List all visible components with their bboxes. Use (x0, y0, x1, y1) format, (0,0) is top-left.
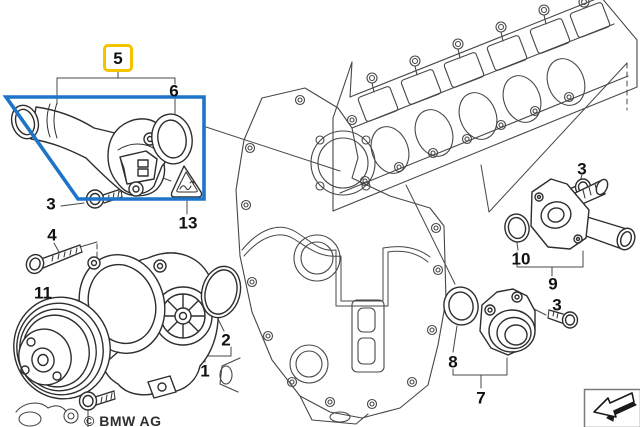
part-number-label[interactable]: 11 (34, 283, 52, 303)
bolt-3-mid-right (547, 309, 579, 329)
part-number-label[interactable]: 3 (552, 295, 562, 315)
coolant-flange-drawing (530, 178, 636, 251)
warning-triangle-icon (170, 165, 203, 198)
o-ring-2 (200, 265, 242, 319)
part-number-label[interactable]: 10 (511, 249, 531, 269)
mounting-bolt-bottom (78, 390, 116, 411)
sealing-ring-8 (443, 286, 479, 326)
o-ring-10 (504, 213, 530, 243)
part-number-label[interactable]: 4 (47, 225, 57, 245)
part-number-label[interactable]: 13 (178, 213, 198, 233)
corner-part-drawing (15, 402, 79, 427)
highlight-region-outline (2, 95, 206, 201)
thermostat-cover-drawing (479, 288, 536, 356)
part-number-label[interactable]: 2 (221, 330, 231, 350)
timing-cover-drawing (219, 87, 447, 425)
part-number-label[interactable]: 8 (448, 352, 458, 372)
pulley-drawing (13, 296, 111, 400)
part-number-label[interactable]: 7 (476, 388, 486, 408)
seal-ring-6 (151, 113, 193, 165)
highlighted-callout-5[interactable]: 5 (103, 44, 133, 72)
bolt-4 (25, 244, 83, 275)
part-number-label[interactable]: 6 (169, 81, 179, 101)
part-number-label[interactable]: 3 (577, 159, 587, 179)
part-number-label[interactable]: 1 (200, 361, 210, 381)
part-number-label[interactable]: 9 (548, 274, 558, 294)
cylinder-head-drawing (332, 0, 638, 212)
leader-lines (53, 62, 628, 427)
bmw-watermark: © BMW AG (84, 413, 162, 427)
thermostat-housing-drawing (10, 102, 171, 197)
part-number-label[interactable]: 3 (46, 194, 56, 214)
direction-arrow-icon (583, 388, 640, 427)
